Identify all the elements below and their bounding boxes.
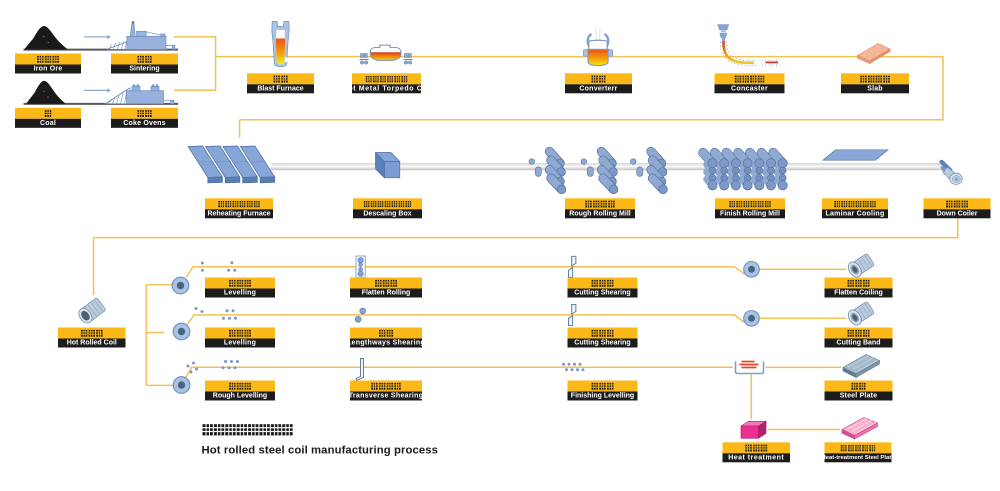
svg-text:Sintering: Sintering — [129, 66, 159, 73]
svg-text:Coke Ovens: Coke Ovens — [123, 120, 165, 127]
svg-text:Coal: Coal — [40, 120, 56, 127]
svg-text:Heat treatment: Heat treatment — [728, 454, 784, 461]
svg-text:Descaling Box: Descaling Box — [363, 210, 411, 217]
svg-text:Levelling: Levelling — [224, 290, 256, 297]
svg-text:Hot Rolled Coil: Hot Rolled Coil — [67, 340, 117, 347]
svg-text:Slab: Slab — [867, 85, 883, 92]
svg-text:Converterr: Converterr — [579, 85, 617, 92]
svg-text:Heat-treatment Steel Plate: Heat-treatment Steel Plate — [821, 455, 895, 461]
svg-text:Lengthways Shearing: Lengthways Shearing — [347, 340, 425, 347]
svg-text:Hot rolled steel coil manufact: Hot rolled steel coil manufacturing proc… — [202, 445, 439, 457]
svg-text:Finishing Levelling: Finishing Levelling — [571, 393, 634, 400]
svg-text:Transverse Shearing: Transverse Shearing — [349, 393, 424, 400]
svg-text:Steel Plate: Steel Plate — [840, 393, 878, 400]
svg-text:Cutting Shearing: Cutting Shearing — [574, 290, 630, 297]
svg-text:Finish Rolling Mill: Finish Rolling Mill — [720, 210, 780, 217]
svg-text:Iron Ore: Iron Ore — [34, 66, 63, 73]
svg-text:Laminar Cooling: Laminar Cooling — [826, 210, 885, 217]
svg-text:Concaster: Concaster — [731, 85, 768, 92]
svg-text:Rough Rolling Mill: Rough Rolling Mill — [569, 210, 630, 217]
svg-text:Hot Metal Torpedo Car: Hot Metal Torpedo Car — [343, 85, 431, 92]
svg-text:Levelling: Levelling — [224, 340, 256, 347]
svg-text:Flatten Rolling: Flatten Rolling — [362, 290, 411, 297]
svg-text:Cutting Band: Cutting Band — [837, 340, 881, 347]
svg-text:Down Coiler: Down Coiler — [937, 210, 978, 217]
svg-text:Rough Levelling: Rough Levelling — [213, 393, 267, 400]
svg-text:Cutting Shearing: Cutting Shearing — [574, 340, 630, 347]
svg-text:Reheating Furnace: Reheating Furnace — [207, 210, 270, 217]
svg-text:Blast Furnace: Blast Furnace — [257, 85, 303, 92]
svg-text:Flatten Coiling: Flatten Coiling — [834, 290, 883, 297]
